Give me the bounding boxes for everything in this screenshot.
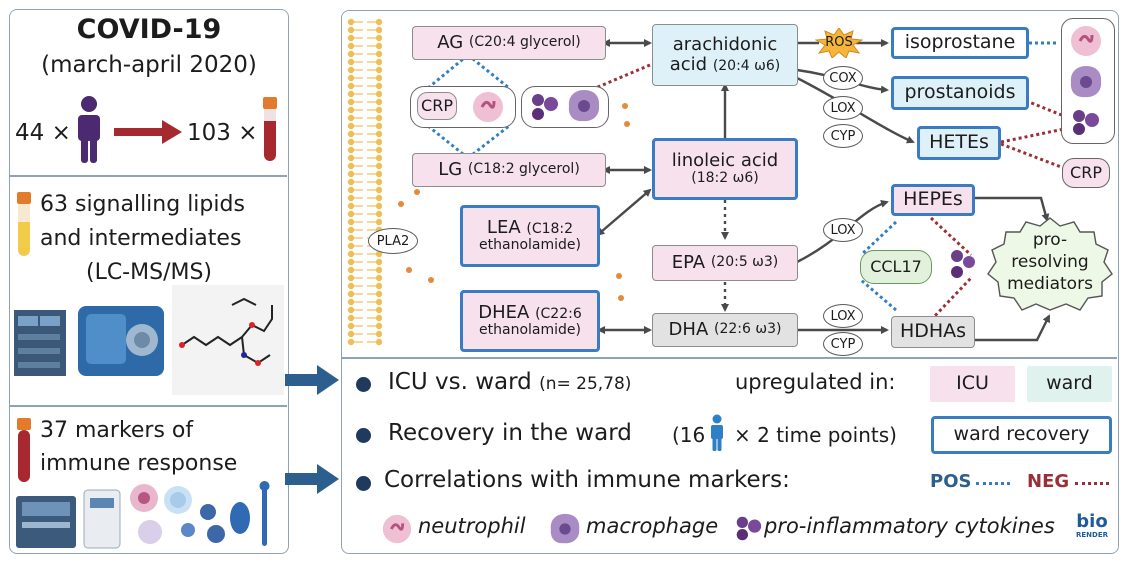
- pro-resolving-line2: resolving: [1011, 252, 1089, 272]
- ros-icon: [815, 28, 863, 58]
- lea-node: LEA (C18:2 ethanolamide): [460, 205, 600, 267]
- icu-vs-ward-label: ICU vs. ward (n= 25,78): [388, 369, 632, 395]
- cox-oval: COX: [823, 66, 863, 90]
- pos-label: POS: [930, 471, 972, 492]
- hdhas-node: HDHAs: [891, 316, 975, 348]
- dhea-node: DHEA (C22:6 ethanolamide): [460, 290, 600, 352]
- bullet-3: [356, 476, 371, 491]
- cytokine-icon: [1073, 110, 1099, 135]
- lipids-text-line2: and intermediates: [40, 226, 242, 251]
- lg-node: LG (C18:2 glycerol): [412, 153, 606, 187]
- dha-node: DHA (22:6 ω3): [652, 313, 798, 347]
- lipid-droplets-icon: [398, 103, 630, 301]
- macrophage-icon: [1070, 66, 1102, 98]
- macrophage-label: macrophage: [586, 514, 719, 538]
- mass-spectrometer-icon: [14, 306, 164, 376]
- blood-tube-icon: [263, 97, 277, 161]
- upregulated-label: upregulated in:: [735, 370, 896, 394]
- person-icon: [78, 96, 100, 163]
- left-divider-1: [10, 175, 287, 177]
- cytokine-icon: [951, 250, 975, 278]
- cytokine-icon: [532, 94, 558, 120]
- markers-tube-icon: [17, 418, 31, 482]
- markers-text-line2: immune response: [40, 451, 238, 476]
- prostanoids-node: prostanoids: [891, 76, 1029, 110]
- right-divider: [342, 357, 1117, 359]
- left-panel: [9, 9, 289, 554]
- cytokines-label: pro-inflammatory cytokines: [764, 514, 1055, 538]
- lipid-structure-icon: [172, 285, 284, 395]
- linoleic-node: linoleic acid (18:2 ω6): [652, 138, 798, 200]
- bullet-2: [356, 428, 371, 443]
- left-divider-2: [10, 405, 287, 407]
- markers-arrow: [285, 464, 339, 494]
- recovery-detail-a: (16: [672, 423, 706, 447]
- pro-resolving-icon: [987, 217, 1113, 311]
- neutrophil-icon: [1071, 26, 1101, 56]
- recovery-detail-b: × 2 time points): [734, 423, 897, 447]
- neg-label: NEG: [1027, 471, 1070, 492]
- immune-cells-icon: [130, 481, 270, 546]
- crp-left-node: CRP: [417, 92, 457, 120]
- neutrophil-icon: [382, 514, 412, 544]
- isoprostane-node: isoprostane: [891, 27, 1029, 59]
- neg-line: [1075, 482, 1109, 485]
- cohort-title: COVID-19: [76, 14, 222, 45]
- markers-text-line1: 37 markers of: [40, 418, 194, 443]
- arachidonic-node: arachidonic acid (20:4 ω6): [652, 24, 798, 86]
- brand-logo: bio RENDER: [1075, 511, 1108, 540]
- lipids-arrow: [285, 365, 339, 395]
- analyzer-icon: [16, 489, 121, 549]
- macrophage-icon: [568, 90, 600, 122]
- person-icon: [711, 414, 723, 451]
- correlations-label: Correlations with immune markers:: [384, 467, 790, 493]
- hepes-node: HEPEs: [891, 184, 975, 216]
- lox-oval-c: LOX: [823, 304, 863, 328]
- lipids-text-line3: (LC-MS/MS): [85, 260, 213, 285]
- cytokine-icon: [736, 516, 762, 541]
- patients-count: 44 ×: [15, 120, 71, 146]
- pos-line: [976, 482, 1010, 485]
- ag-node: AG (C20:4 glycerol): [412, 26, 606, 60]
- cyp-oval-c: CYP: [823, 332, 863, 356]
- hetes-node: HETEs: [917, 126, 1001, 160]
- ros-label: ROS: [825, 35, 853, 50]
- lipid-tube-icon: [17, 192, 31, 256]
- lipids-text-line1: 63 signalling lipids: [40, 192, 245, 217]
- lox-oval-b: LOX: [823, 218, 863, 242]
- pla2-oval: PLA2: [368, 228, 418, 254]
- crp-right-node: CRP: [1062, 158, 1110, 188]
- patient-to-samples-arrow: [114, 120, 182, 144]
- icu-swatch: ICU: [930, 366, 1015, 402]
- ccl17-node: CCL17: [860, 250, 932, 284]
- recovery-label: Recovery in the ward: [388, 420, 632, 446]
- samples-count: 103 ×: [187, 120, 258, 146]
- neutrophil-icon: [473, 92, 503, 122]
- neutrophil-label: neutrophil: [418, 514, 526, 538]
- pro-resolving-line3: mediators: [1007, 274, 1093, 294]
- bullet-1: [356, 377, 371, 392]
- cohort-period: (march-april 2020): [41, 52, 257, 78]
- macrophage-icon: [550, 513, 580, 544]
- pro-resolving-line1: pro-: [1032, 230, 1068, 250]
- lox-oval-a: LOX: [823, 96, 863, 120]
- epa-node: EPA (20:5 ω3): [652, 245, 798, 281]
- cyp-oval-a: CYP: [823, 124, 863, 148]
- ward-swatch: ward: [1027, 366, 1112, 402]
- ward-recovery-swatch: ward recovery: [931, 416, 1112, 454]
